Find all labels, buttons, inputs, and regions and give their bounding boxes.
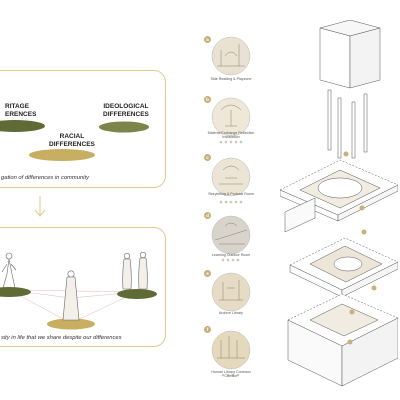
side-wall-panel <box>284 197 316 233</box>
columns <box>327 89 368 159</box>
person-figure-right-a <box>122 252 132 290</box>
axo-tags <box>343 151 377 345</box>
down-arrow-icon <box>34 196 46 217</box>
vignette-tag-c: c <box>204 154 211 161</box>
icon-rows <box>219 140 243 377</box>
vignette-tag-b: b <box>204 96 211 103</box>
vignette-caption-a: Side Reading & Playzone <box>210 77 252 81</box>
ground-level <box>287 293 398 387</box>
ideological-label: IDEOLOGICAL DIFFERENCES <box>103 103 149 118</box>
person-figures <box>1 251 148 321</box>
ideological-ellipse <box>99 121 149 133</box>
center-ground-ellipse <box>47 318 95 330</box>
shared-life-panel: sity in life that we share despite our d… <box>0 227 166 347</box>
vignette-tag-d: d <box>204 212 211 219</box>
shared-life-illustration <box>0 251 157 330</box>
differences-ellipses <box>0 120 149 161</box>
racial-label: RACIAL DIFFERENCES <box>49 133 95 148</box>
top-caption: gation of differences in community <box>1 175 89 181</box>
bottom-caption: sity in life that we share despite our d… <box>1 335 122 341</box>
vignette-circle-f <box>211 330 251 370</box>
vignette-circle-a <box>211 36 251 76</box>
vignette-column: a Side Reading & Playzone b Material Exc… <box>195 30 265 390</box>
person-figure-right-b <box>138 251 148 290</box>
level-2 <box>289 237 398 298</box>
vignette-tag-f: f <box>204 326 211 333</box>
heritage-ellipse <box>0 120 45 132</box>
tower-block <box>319 20 381 89</box>
vignette-circles <box>211 36 251 377</box>
person-figure-left <box>1 252 17 289</box>
vignette-circle-e <box>211 272 251 312</box>
vignette-tag-e: e <box>204 270 211 277</box>
vignette-tag-a: a <box>204 36 211 43</box>
vignette-caption-f: Human Library Common Corridor <box>211 370 251 379</box>
racial-ellipse <box>29 149 95 161</box>
exploded-axonometric <box>280 20 398 387</box>
right-ground-ellipse <box>117 289 157 299</box>
heritage-label: RITAGE ERENCES <box>5 103 37 118</box>
vignette-circle-c <box>211 157 251 197</box>
differences-panel: RITAGE ERENCES IDEOLOGICAL DIFFERENCES R… <box>0 70 166 188</box>
vignette-caption-b: Material Exchange Reflection Installatio… <box>207 131 255 140</box>
vignette-caption-d: Learning Outdoor Room <box>211 253 251 257</box>
vignette-caption-e: Archive Library <box>219 311 243 315</box>
left-ground-ellipse <box>0 287 31 297</box>
person-figure-center <box>62 270 80 321</box>
vignette-caption-c: Storytelling & Podcast Room <box>208 192 254 196</box>
